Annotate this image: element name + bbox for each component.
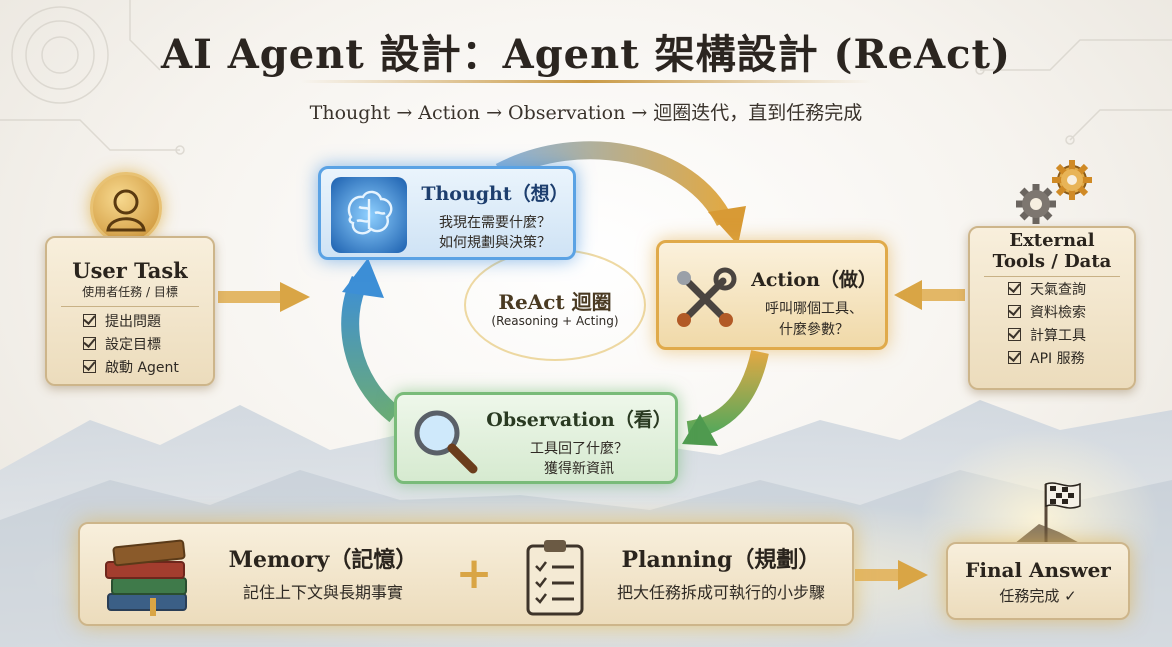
user-task-item: 提出問題 — [83, 311, 213, 334]
arrow-action-to-observation — [682, 350, 769, 446]
memory-title: Memory（記憶） — [228, 547, 418, 573]
thought-title: Thought（想） — [421, 183, 569, 205]
clipboard-icon — [520, 536, 590, 618]
external-item: 天氣查詢 — [1008, 279, 1134, 302]
action-title: Action（做） — [751, 269, 877, 291]
plus-sign: + — [455, 548, 493, 599]
action-line-1: 呼叫哪個工具、 — [765, 301, 863, 317]
action-line-2: 什麼參數？ — [779, 322, 849, 338]
final-answer-subtitle: 任務完成 ✓ — [999, 587, 1077, 605]
arrow-user-to-loop — [218, 282, 310, 312]
arrow-thought-to-action — [495, 141, 746, 245]
memory-planning-panel: Memory（記憶） 記住上下文與長期事實 + Planning（規劃） 把大任… — [78, 522, 854, 626]
observation-line-1: 工具回了什麼？ — [530, 441, 628, 457]
page-title: AI Agent 設計：Agent 架構設計 (ReAct) — [161, 31, 1011, 78]
checkbox-icon — [1008, 351, 1021, 364]
user-task-title: User Task — [72, 258, 188, 283]
external-item: 計算工具 — [1008, 325, 1134, 348]
arrow-to-final — [855, 560, 928, 590]
planning-desc: 把大任務拆成可執行的小步驟 — [616, 583, 825, 602]
external-item: API 服務 — [1008, 348, 1134, 371]
flag-icon — [1004, 476, 1094, 550]
user-task-item: 設定目標 — [83, 334, 213, 357]
react-center-title: ReAct 迴圈 — [498, 290, 612, 314]
checkbox-icon — [83, 360, 96, 373]
external-tools-card: External Tools / Data 天氣查詢 資料檢索 計算工具 API… — [968, 226, 1136, 390]
external-title-line-2: Tools / Data — [992, 251, 1112, 272]
books-icon — [100, 538, 196, 618]
magnifier-icon — [407, 403, 481, 477]
tools-icon — [669, 263, 741, 335]
title-underline — [300, 80, 872, 83]
user-task-card: User Task 使用者任務 / 目標 提出問題 設定目標 啟動 Agent — [45, 236, 215, 386]
memory-desc: 記住上下文與長期事實 — [242, 583, 403, 602]
user-task-subtitle: 使用者任務 / 目標 — [82, 285, 178, 299]
final-answer-card: Final Answer 任務完成 ✓ — [946, 542, 1130, 620]
user-avatar-icon — [90, 172, 162, 244]
arrow-observation-to-thought — [341, 258, 401, 423]
thought-line-2: 如何規劃與決策？ — [439, 235, 551, 251]
arrow-tools-to-action — [894, 280, 965, 310]
observation-line-2: 獲得新資訊 — [544, 461, 614, 477]
user-task-item: 啟動 Agent — [83, 357, 213, 380]
checkbox-icon — [83, 337, 96, 350]
external-item: 資料檢索 — [1008, 302, 1134, 325]
page-subtitle: Thought → Action → Observation → 迴圈迭代，直到… — [309, 102, 863, 124]
checkbox-icon — [1008, 282, 1021, 295]
planning-title: Planning（規劃） — [621, 547, 821, 573]
external-title-line-1: External — [1009, 230, 1095, 251]
final-answer-title: Final Answer — [965, 558, 1111, 582]
thought-line-1: 我現在需要什麼？ — [439, 215, 551, 231]
checkbox-icon — [1008, 305, 1021, 318]
react-center-subtitle: (Reasoning + Acting) — [491, 314, 619, 328]
observation-title: Observation（看） — [486, 409, 672, 431]
brain-icon — [331, 177, 407, 253]
thought-card: Thought（想） 我現在需要什麼？ 如何規劃與決策？ — [318, 166, 576, 260]
action-card: Action（做） 呼叫哪個工具、 什麼參數？ — [656, 240, 888, 350]
checkbox-icon — [1008, 328, 1021, 341]
checkbox-icon — [83, 314, 96, 327]
gears-icon — [1008, 158, 1098, 228]
observation-card: Observation（看） 工具回了什麼？ 獲得新資訊 — [394, 392, 678, 484]
